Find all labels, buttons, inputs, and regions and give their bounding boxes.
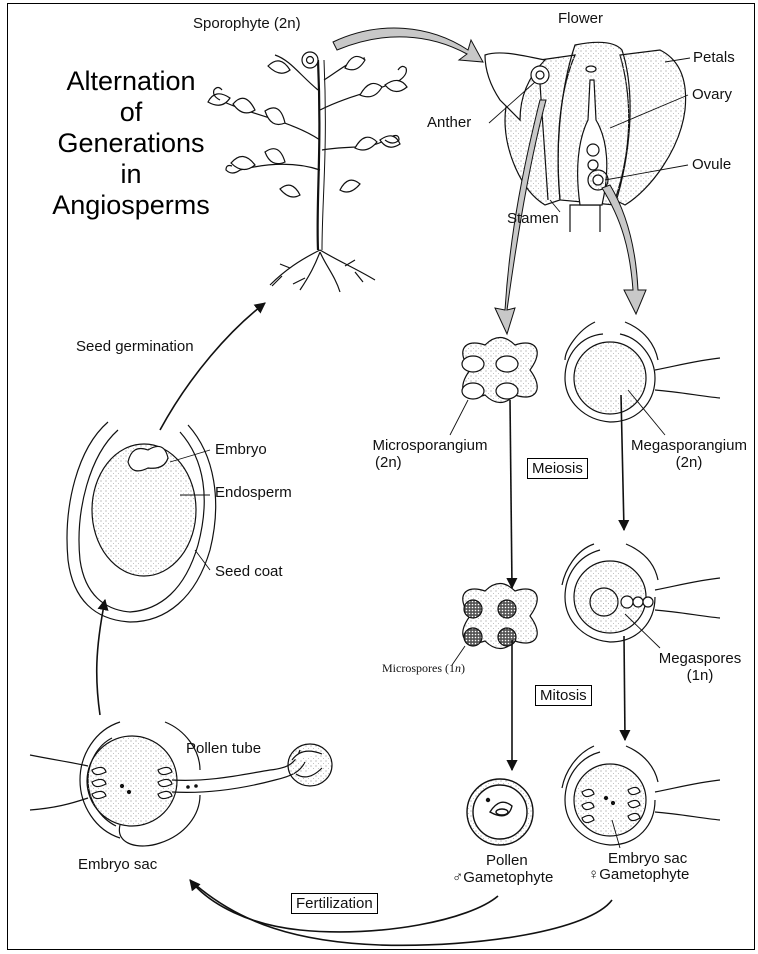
label-seed-germination: Seed germination [76, 338, 194, 355]
label-ovule: Ovule [692, 156, 731, 173]
label-microspores: Microspores (1n) [382, 662, 465, 676]
label-fertilization: Fertilization [291, 893, 378, 914]
embryo-sac-female [562, 746, 720, 848]
microspores-text: Microspores (1 [382, 661, 455, 675]
title-line: Alternation [26, 66, 236, 97]
seed [67, 422, 216, 622]
title-line: Angiosperms [26, 190, 236, 221]
female-gametophyte-text: Gametophyte [599, 866, 689, 883]
flower [485, 42, 686, 232]
diagram-title: Alternation of Generations in Angiosperm… [26, 66, 236, 221]
microspores-close: ) [461, 661, 465, 675]
pollen-grain [467, 779, 533, 845]
label-embryo-sac-right: Embryo sac [608, 850, 687, 867]
label-seed-coat: Seed coat [215, 563, 283, 580]
megasporangium [565, 322, 720, 435]
label-pollen: Pollen [486, 852, 528, 869]
label-anther: Anther [427, 114, 471, 131]
embryo-sac-fertilization [30, 722, 332, 846]
female-symbol-icon: ♀ [588, 866, 599, 883]
label-petals: Petals [693, 49, 735, 66]
label-meiosis: Meiosis [527, 458, 588, 479]
label-megasporangium: Megasporangium (2n) [620, 437, 758, 472]
label-male-gametophyte: ♂Gametophyte [452, 869, 553, 886]
label-pollen-tube: Pollen tube [186, 740, 261, 757]
megasporangium-name: Megasporangium [620, 437, 758, 454]
microsporangium-ploidy: (2n) [361, 454, 499, 471]
megasporangium-ploidy: (2n) [620, 454, 758, 471]
label-microsporangium: Microsporangium (2n) [361, 437, 499, 472]
label-flower: Flower [558, 10, 603, 27]
sporophyte-plant [208, 52, 407, 292]
label-stamen: Stamen [507, 210, 559, 227]
megaspores-ploidy: (1n) [640, 667, 758, 684]
label-embryo-sac-left: Embryo sac [78, 856, 157, 873]
label-sporophyte: Sporophyte (2n) [193, 15, 301, 32]
microsporangium-name: Microsporangium [361, 437, 499, 454]
label-ovary: Ovary [692, 86, 732, 103]
title-line: in [26, 159, 236, 190]
label-mitosis: Mitosis [535, 685, 592, 706]
male-gametophyte-text: Gametophyte [463, 869, 553, 886]
title-line: of [26, 97, 236, 128]
megaspores-name: Megaspores [640, 650, 758, 667]
label-embryo: Embryo [215, 441, 267, 458]
black-arrows [97, 303, 625, 945]
male-symbol-icon: ♂ [452, 869, 463, 886]
megaspores [562, 544, 720, 648]
microsporangium [450, 338, 537, 436]
label-female-gametophyte: ♀Gametophyte [588, 866, 689, 883]
label-megaspores: Megaspores (1n) [640, 650, 758, 685]
microspores [452, 584, 537, 666]
title-line: Generations [26, 128, 236, 159]
label-endosperm: Endosperm [215, 484, 292, 501]
